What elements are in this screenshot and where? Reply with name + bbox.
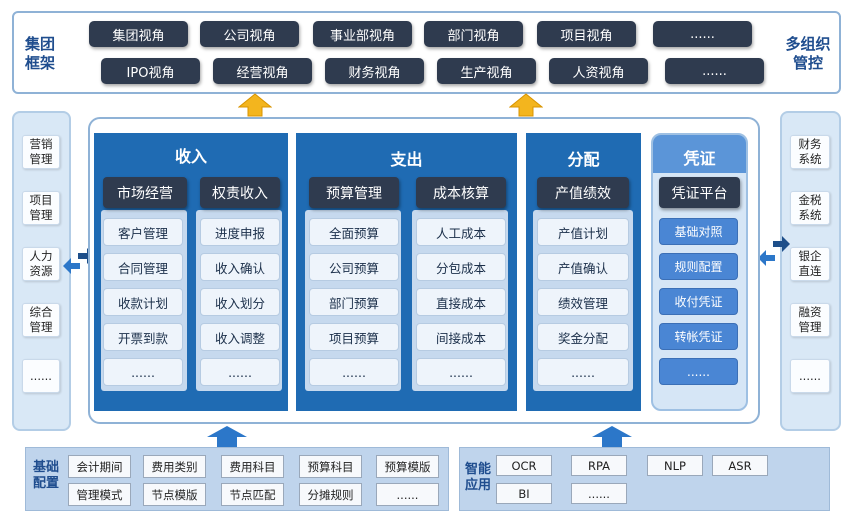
- up-arrow-icon: [207, 426, 247, 447]
- group-header-output-performance[interactable]: 产值绩效: [537, 177, 629, 208]
- config-allocation-rule[interactable]: 分摊规则: [299, 483, 362, 506]
- item-labor-cost[interactable]: 人工成本: [416, 218, 506, 246]
- voucher-title: 凭证: [683, 149, 716, 168]
- item-more[interactable]: ......: [103, 358, 183, 386]
- item-basic-mapping[interactable]: 基础对照: [659, 218, 738, 245]
- view-company-button[interactable]: 公司视角: [200, 21, 299, 47]
- group-header-voucher-platform[interactable]: 凭证平台: [659, 177, 740, 208]
- view-group-button[interactable]: 集团视角: [89, 21, 188, 47]
- item-bonus-distribution[interactable]: 奖金分配: [537, 323, 629, 351]
- config-node-template[interactable]: 节点模版: [143, 483, 206, 506]
- item-indirect-cost[interactable]: 间接成本: [416, 323, 506, 351]
- smart-app-label: 智能 应用: [465, 462, 492, 493]
- app-asr[interactable]: ASR: [712, 455, 768, 476]
- item-project-budget[interactable]: 项目预算: [309, 323, 399, 351]
- config-expense-category[interactable]: 费用类别: [143, 455, 206, 478]
- item-income-adjustment[interactable]: 收入调整: [200, 323, 280, 351]
- up-arrow-icon: [238, 93, 272, 117]
- side-item-hr[interactable]: 人力 资源: [22, 247, 60, 281]
- bidirectional-arrow-icon: [758, 236, 790, 266]
- view-more-button-2[interactable]: ......: [665, 58, 764, 84]
- config-budget-account[interactable]: 预算科目: [299, 455, 362, 478]
- item-collection-plan[interactable]: 收款计划: [103, 288, 183, 316]
- up-arrow-icon: [592, 426, 632, 447]
- item-more[interactable]: ......: [416, 358, 506, 386]
- item-output-confirmation[interactable]: 产值确认: [537, 253, 629, 281]
- item-direct-cost[interactable]: 直接成本: [416, 288, 506, 316]
- group-header-accrual-income[interactable]: 权责收入: [200, 177, 280, 208]
- view-more-button-1[interactable]: ......: [653, 21, 752, 47]
- side-item-bank-connect[interactable]: 银企 直连: [790, 247, 830, 281]
- side-item-marketing[interactable]: 营销 管理: [22, 135, 60, 169]
- view-operation-button[interactable]: 经营视角: [213, 58, 312, 84]
- group-header-cost-accounting[interactable]: 成本核算: [416, 177, 506, 208]
- item-more[interactable]: ......: [200, 358, 280, 386]
- side-item-finance-system[interactable]: 财务 系统: [790, 135, 830, 169]
- top-right-label: 多组织 管控: [785, 35, 831, 72]
- item-contract-management[interactable]: 合同管理: [103, 253, 183, 281]
- item-more[interactable]: ......: [659, 358, 738, 385]
- expense-title: 支出: [390, 150, 423, 169]
- side-item-tax-system[interactable]: 金税 系统: [790, 191, 830, 225]
- item-transfer-voucher[interactable]: 转帐凭证: [659, 323, 738, 350]
- config-node-matching[interactable]: 节点匹配: [221, 483, 284, 506]
- side-item-general[interactable]: 综合 管理: [22, 303, 60, 337]
- item-subcontract-cost[interactable]: 分包成本: [416, 253, 506, 281]
- view-department-button[interactable]: 部门视角: [424, 21, 523, 47]
- config-more[interactable]: ......: [376, 483, 439, 506]
- view-finance-button[interactable]: 财务视角: [325, 58, 424, 84]
- group-header-budget[interactable]: 预算管理: [309, 177, 399, 208]
- app-ocr[interactable]: OCR: [496, 455, 552, 476]
- config-expense-account[interactable]: 费用科目: [221, 455, 284, 478]
- top-left-label: 集团 框架: [24, 35, 55, 72]
- item-invoice-receipt[interactable]: 开票到款: [103, 323, 183, 351]
- app-nlp[interactable]: NLP: [647, 455, 703, 476]
- config-budget-template[interactable]: 预算模版: [376, 455, 439, 478]
- item-more[interactable]: ......: [537, 358, 629, 386]
- side-item-more[interactable]: ......: [22, 359, 60, 393]
- side-item-financing[interactable]: 融资 管理: [790, 303, 830, 337]
- config-accounting-period[interactable]: 会计期间: [68, 455, 131, 478]
- side-item-more[interactable]: ......: [790, 359, 830, 393]
- item-customer-management[interactable]: 客户管理: [103, 218, 183, 246]
- config-management-mode[interactable]: 管理模式: [68, 483, 131, 506]
- side-item-project[interactable]: 项目 管理: [22, 191, 60, 225]
- view-production-button[interactable]: 生产视角: [437, 58, 536, 84]
- view-division-button[interactable]: 事业部视角: [313, 21, 412, 47]
- item-progress-report[interactable]: 进度申报: [200, 218, 280, 246]
- item-output-plan[interactable]: 产值计划: [537, 218, 629, 246]
- item-full-budget[interactable]: 全面预算: [309, 218, 399, 246]
- item-income-division[interactable]: 收入划分: [200, 288, 280, 316]
- view-ipo-button[interactable]: IPO视角: [101, 58, 200, 84]
- group-header-market[interactable]: 市场经营: [103, 177, 187, 208]
- voucher-head-band: [653, 135, 746, 173]
- app-more[interactable]: ......: [571, 483, 627, 504]
- item-department-budget[interactable]: 部门预算: [309, 288, 399, 316]
- item-income-recognition[interactable]: 收入确认: [200, 253, 280, 281]
- item-rule-config[interactable]: 规则配置: [659, 253, 738, 280]
- item-performance-management[interactable]: 绩效管理: [537, 288, 629, 316]
- item-more[interactable]: ......: [309, 358, 399, 386]
- app-rpa[interactable]: RPA: [571, 455, 627, 476]
- view-project-button[interactable]: 项目视角: [537, 21, 636, 47]
- app-bi[interactable]: BI: [496, 483, 552, 504]
- view-hr-button[interactable]: 人资视角: [549, 58, 648, 84]
- distribution-title: 分配: [567, 150, 600, 169]
- item-payment-voucher[interactable]: 收付凭证: [659, 288, 738, 315]
- up-arrow-icon: [509, 93, 543, 117]
- base-config-label: 基础 配置: [33, 460, 60, 491]
- income-title: 收入: [174, 147, 207, 166]
- item-company-budget[interactable]: 公司预算: [309, 253, 399, 281]
